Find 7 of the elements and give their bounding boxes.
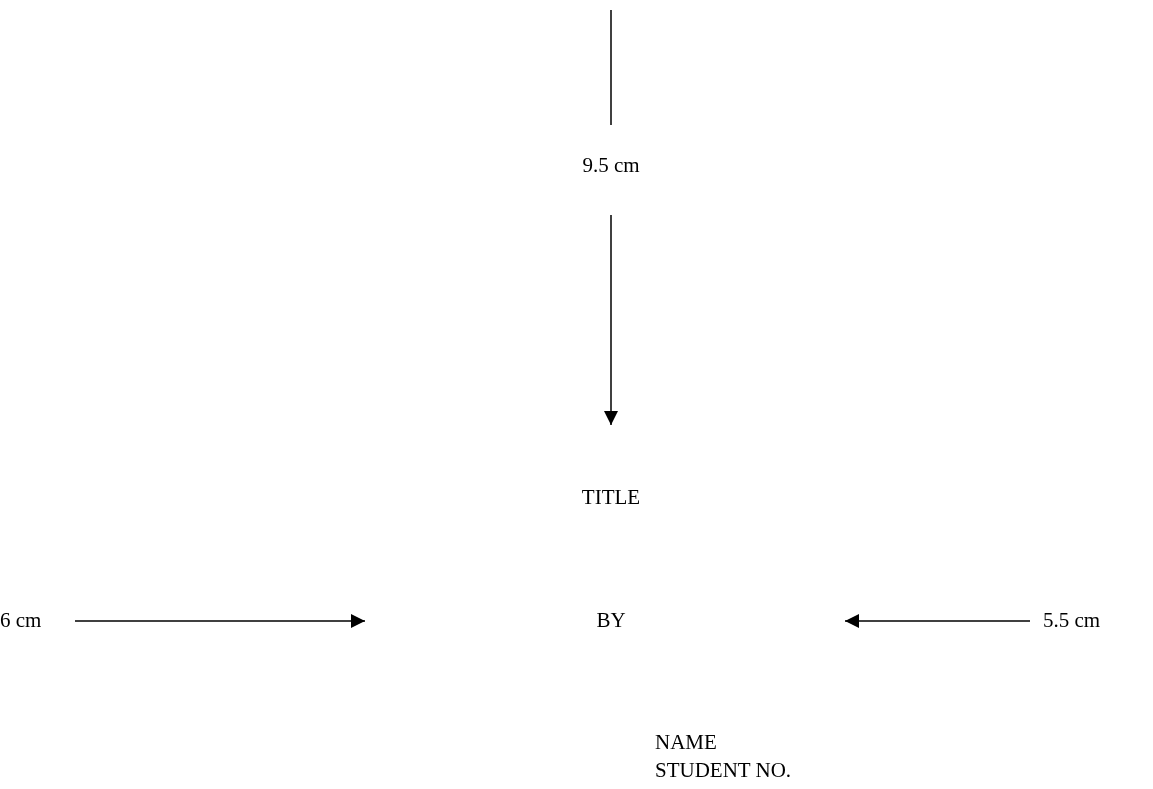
- dimension-label: 9.5 cm: [582, 155, 640, 176]
- text-label: TITLE: [581, 487, 641, 508]
- text-label: STUDENT NO.: [655, 760, 792, 781]
- dimension-label: 6 cm: [0, 610, 42, 631]
- text-label: BY: [596, 610, 626, 631]
- text-label: NAME: [655, 732, 717, 753]
- dimension-label: 5.5 cm: [1043, 610, 1101, 631]
